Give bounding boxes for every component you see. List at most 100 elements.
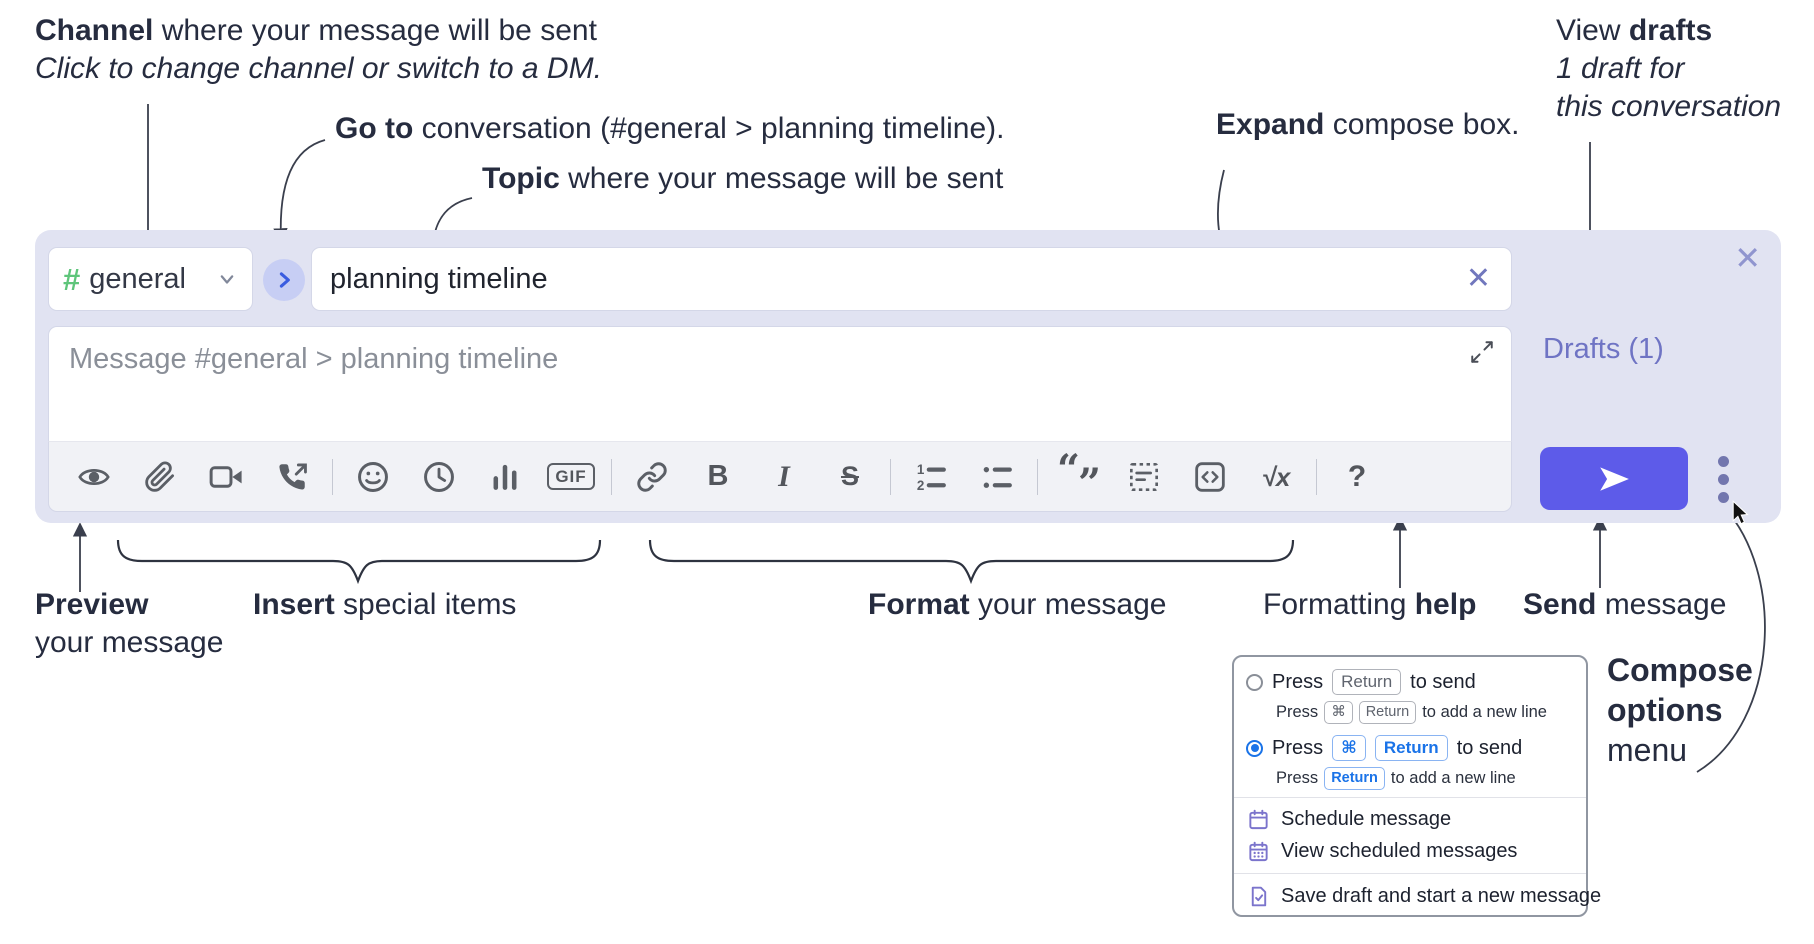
send-option-return[interactable]: Press Return to send <box>1246 669 1476 696</box>
drafts-link[interactable]: Drafts (1) <box>1543 333 1664 365</box>
go-to-conversation-button[interactable] <box>263 259 305 301</box>
paperclip-icon <box>145 460 174 492</box>
send-plane-icon <box>1600 466 1629 491</box>
numbered-list-icon: 1 2 <box>917 462 946 492</box>
italic-button[interactable]: I <box>751 450 817 504</box>
send-option-return-sub: Press ⌘ Return to add a new line <box>1276 701 1547 724</box>
annotation-compose-options: Compose options menu <box>1607 652 1753 768</box>
kbd-return: Return <box>1324 767 1385 790</box>
link-icon <box>637 461 667 492</box>
annotation-expand: Expand compose box. <box>1216 108 1520 141</box>
send-button[interactable] <box>1540 447 1688 510</box>
annotation-send: Send message <box>1523 588 1727 621</box>
calendar-grid-icon <box>1249 841 1268 862</box>
compose-options-menu-button[interactable] <box>1716 454 1731 505</box>
expand-compose-icon[interactable] <box>1469 339 1495 365</box>
toolbar-separator <box>611 458 612 495</box>
svg-text:2: 2 <box>917 477 924 492</box>
emoji-button[interactable] <box>340 450 406 504</box>
code-icon <box>1195 461 1225 492</box>
toolbar-separator <box>1037 458 1038 495</box>
annotation-insert: Insert special items <box>253 588 517 621</box>
gif-icon: GIF <box>547 463 595 490</box>
menu-item-view-scheduled[interactable]: View scheduled messages <box>1247 840 1517 863</box>
message-box <box>48 326 1512 441</box>
toolbar-separator <box>890 458 891 495</box>
add-voice-call-button[interactable] <box>259 450 325 504</box>
menu-item-save-draft[interactable]: Save draft and start a new message <box>1247 885 1601 908</box>
preview-button[interactable] <box>61 450 127 504</box>
ellipsis-dot <box>1718 474 1729 485</box>
compose-toolbar: GIF B I S <box>48 441 1512 512</box>
add-video-call-button[interactable] <box>193 450 259 504</box>
bulleted-list-button[interactable] <box>964 450 1030 504</box>
menu-item-schedule-message[interactable]: Schedule message <box>1247 808 1451 831</box>
chevron-right-icon <box>279 272 290 288</box>
annotation-topic: Topic where your message will be sent <box>482 162 1004 195</box>
send-option-cmd-return-sub: Press Return to add a new line <box>1276 767 1516 790</box>
annotation-channel: Channel where your message will be sent … <box>35 14 602 85</box>
spoiler-icon <box>1130 462 1158 491</box>
toolbar-separator <box>1316 458 1317 495</box>
strikethrough-icon: S <box>840 461 859 491</box>
menu-divider <box>1234 873 1586 874</box>
annotation-view-drafts: View drafts 1 draft for this conversatio… <box>1556 14 1782 123</box>
question-mark-icon: ? <box>1347 459 1367 493</box>
channel-hash-icon: # <box>63 261 81 297</box>
math-icon: √x <box>1261 461 1291 492</box>
add-gif-button[interactable]: GIF <box>538 450 604 504</box>
kbd-return: Return <box>1332 669 1402 696</box>
spoiler-button[interactable] <box>1111 450 1177 504</box>
strikethrough-button[interactable]: S <box>817 450 883 504</box>
radio-unselected-icon[interactable] <box>1246 673 1263 691</box>
message-formatting-button[interactable]: ? <box>1324 450 1390 504</box>
kbd-cmd: ⌘ <box>1332 735 1366 762</box>
bold-icon: B <box>707 460 729 492</box>
calendar-icon <box>1249 809 1268 830</box>
toolbar-separator <box>332 458 333 495</box>
video-camera-icon <box>209 465 242 488</box>
attach-file-button[interactable] <box>127 450 193 504</box>
italic-icon: I <box>778 459 790 493</box>
annotation-preview: Preview your message <box>35 588 224 659</box>
annotation-format: Format your message <box>868 588 1167 621</box>
close-compose-icon[interactable]: ✕ <box>1734 240 1761 276</box>
add-poll-button[interactable] <box>472 450 538 504</box>
annotation-formatting-help: Formatting help <box>1263 588 1477 621</box>
code-button[interactable] <box>1177 450 1243 504</box>
channel-selector[interactable]: # general <box>48 247 253 311</box>
bold-button[interactable]: B <box>685 450 751 504</box>
compose-options-menu: Press Return to send Press ⌘ Return to a… <box>1232 655 1601 917</box>
math-button[interactable]: √x <box>1243 450 1309 504</box>
topic-input-wrapper: ✕ <box>311 247 1512 311</box>
send-option-cmd-return[interactable]: Press ⌘ Return to send <box>1246 735 1522 762</box>
ellipsis-dot <box>1718 456 1729 467</box>
mouse-cursor <box>1732 500 1749 525</box>
quote-icon: “” <box>1056 445 1101 507</box>
topic-input[interactable] <box>330 262 1462 296</box>
kbd-return: Return <box>1374 735 1448 762</box>
clear-topic-icon[interactable]: ✕ <box>1465 262 1491 295</box>
clock-icon <box>424 461 454 492</box>
add-global-time-button[interactable] <box>406 450 472 504</box>
kbd-return: Return <box>1358 701 1417 724</box>
phone-call-icon <box>279 463 307 489</box>
link-button[interactable] <box>619 450 685 504</box>
annotation-goto: Go to conversation (#general > planning … <box>335 112 1005 145</box>
poll-bar-chart-icon <box>493 464 517 490</box>
draft-document-icon <box>1251 886 1267 907</box>
numbered-list-button[interactable]: 1 2 <box>898 450 964 504</box>
eye-icon <box>78 468 110 485</box>
radio-selected-icon[interactable] <box>1246 739 1263 757</box>
kbd-cmd: ⌘ <box>1324 701 1353 724</box>
quote-button[interactable]: “” <box>1045 445 1111 507</box>
compose-box: # general ✕ <box>35 230 1781 523</box>
menu-divider <box>1234 797 1586 798</box>
bulleted-list-icon <box>983 466 1012 488</box>
message-input[interactable] <box>49 327 1511 441</box>
chevron-down-icon <box>220 275 234 284</box>
ellipsis-dot <box>1718 492 1729 503</box>
channel-name: general <box>89 262 186 295</box>
smiley-icon <box>358 461 388 492</box>
